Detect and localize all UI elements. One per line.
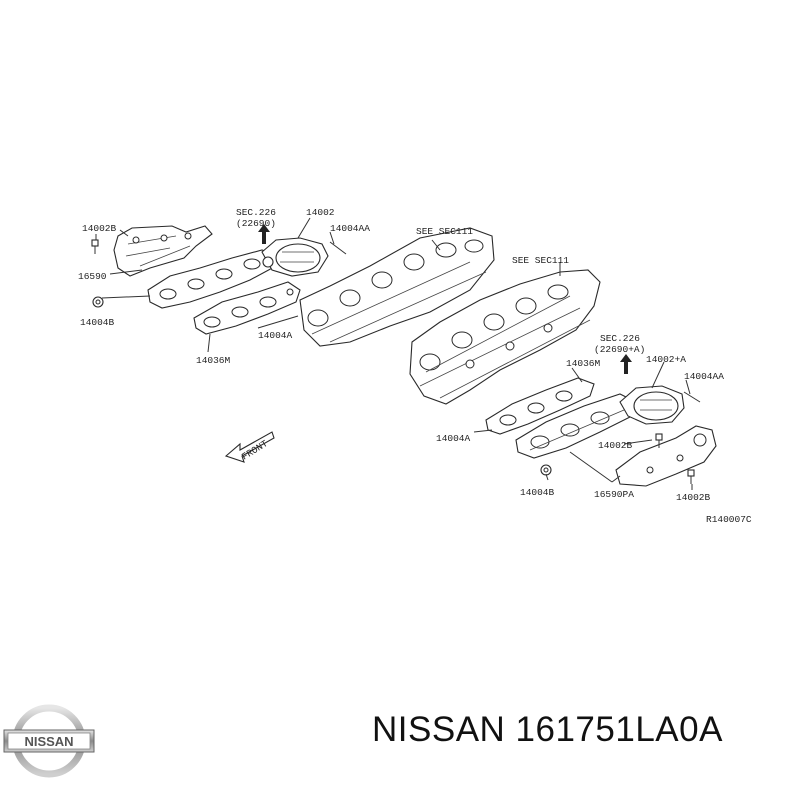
product-title: NISSAN 161751LA0A — [372, 710, 723, 749]
cylinder-head-left — [299, 227, 495, 347]
bolt-14002b-right — [655, 433, 695, 484]
manifold-gasket-left — [193, 281, 301, 335]
catalytic-converter-left — [261, 237, 329, 277]
cylinder-head-right — [409, 269, 601, 405]
label-14004b: 14004B — [80, 317, 115, 328]
leader-lines — [95, 217, 693, 490]
nissan-logo: NISSAN — [3, 704, 95, 778]
label-reference: R140007C — [706, 514, 752, 525]
nut-14004b-right — [540, 464, 552, 476]
label-14002a: 14002+A — [646, 354, 686, 365]
label-14004aa: 14004AA — [330, 223, 370, 234]
label-22690a: (22690+A) — [594, 344, 645, 355]
label-14004a: 14004A — [258, 330, 293, 341]
manifold-gasket-right — [485, 377, 595, 435]
bolt-14002b-left — [91, 239, 99, 254]
label-22690: (22690) — [236, 218, 276, 229]
label-14036m: 14036M — [566, 358, 601, 369]
arrow-up-icon — [620, 354, 632, 374]
label-14002b: 14002B — [82, 223, 117, 234]
stud-14004aa-left — [329, 241, 347, 255]
heat-shield-right — [615, 425, 717, 487]
stud-14004aa-right — [683, 391, 701, 403]
catalytic-converter-right — [619, 385, 685, 425]
logo-text: NISSAN — [24, 734, 73, 749]
label-see-sec111: SEE SEC111 — [416, 226, 473, 237]
nut-14004b-left — [92, 296, 104, 308]
label-16590pa: 16590PA — [594, 489, 634, 500]
label-see-sec111: SEE SEC111 — [512, 255, 569, 266]
label-14036m: 14036M — [196, 355, 231, 366]
exhaust-manifold-left — [147, 249, 279, 309]
heat-shield-left — [113, 225, 213, 277]
front-arrow — [224, 431, 275, 463]
arrow-up-icon — [258, 224, 270, 244]
label-14004aa: 14004AA — [684, 371, 724, 382]
label-14002: 14002 — [306, 207, 335, 218]
label-14004b: 14004B — [520, 487, 555, 498]
label-16590: 16590 — [78, 271, 107, 282]
label-sec226: SEC.226 — [600, 333, 640, 344]
label-sec226: SEC.226 — [236, 207, 276, 218]
label-14004a: 14004A — [436, 433, 471, 444]
label-14002b: 14002B — [676, 492, 711, 503]
label-14002b: 14002B — [598, 440, 633, 451]
